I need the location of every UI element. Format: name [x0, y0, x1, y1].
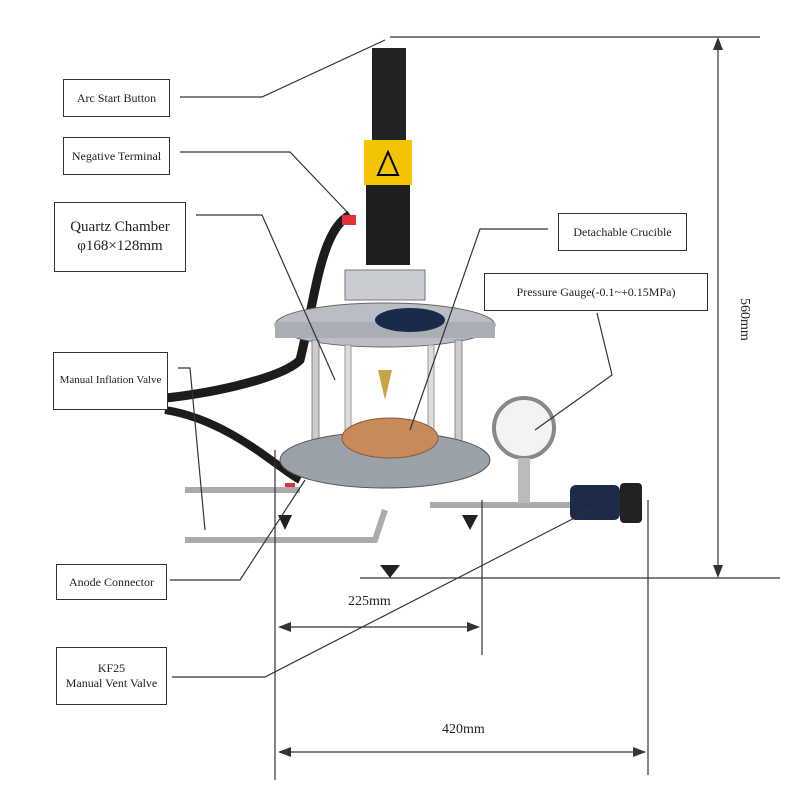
- kf25-knob: [620, 483, 642, 523]
- label-manual-inflation-valve: Manual Inflation Valve: [53, 352, 168, 410]
- dimension-inner-width: 225mm: [348, 594, 391, 609]
- top-flange-neck: [344, 269, 426, 301]
- foot: [462, 515, 478, 530]
- dimension-height: 560mm: [737, 298, 752, 341]
- dimension-lines: [274, 36, 780, 780]
- gauge-stem: [518, 458, 530, 503]
- negative-terminal-body: [366, 185, 410, 265]
- kf25-desc: Manual Vent Valve: [65, 676, 158, 690]
- label-detachable-crucible: Detachable Crucible: [558, 213, 687, 251]
- label-pressure-gauge: Pressure Gauge(-0.1~+0.15MPa): [484, 273, 708, 311]
- quartz-chamber-size: φ168×128mm: [77, 238, 163, 254]
- quartz-chamber-name: Quartz Chamber: [70, 219, 170, 236]
- red-connector: [342, 215, 356, 225]
- foot: [278, 515, 292, 530]
- label-anode-connector: Anode Connector: [56, 564, 167, 600]
- kf25-name: KF25: [97, 661, 126, 675]
- warning-icon: [376, 149, 400, 176]
- label-arc-start-button: Arc Start Button: [63, 79, 170, 117]
- dimension-total-width: 420mm: [442, 722, 485, 737]
- cable: [164, 210, 353, 403]
- electrode-handle: [372, 48, 406, 148]
- label-kf25-vent-valve: KF25 Manual Vent Valve: [56, 647, 167, 705]
- foot: [380, 565, 400, 578]
- kf25-valve-body: [570, 485, 620, 520]
- label-negative-terminal: Negative Terminal: [63, 137, 170, 175]
- cable: [164, 406, 302, 484]
- gas-pipe: [185, 487, 580, 543]
- label-quartz-chamber: Quartz Chamber φ168×128mm: [54, 202, 186, 272]
- warning-label: [364, 140, 412, 185]
- pressure-gauge-dial: [492, 396, 556, 460]
- copper-crucible: [341, 417, 439, 459]
- dimension-arrows: [278, 37, 723, 757]
- viewing-goggles: [375, 308, 445, 332]
- electrode-tip: [378, 370, 392, 400]
